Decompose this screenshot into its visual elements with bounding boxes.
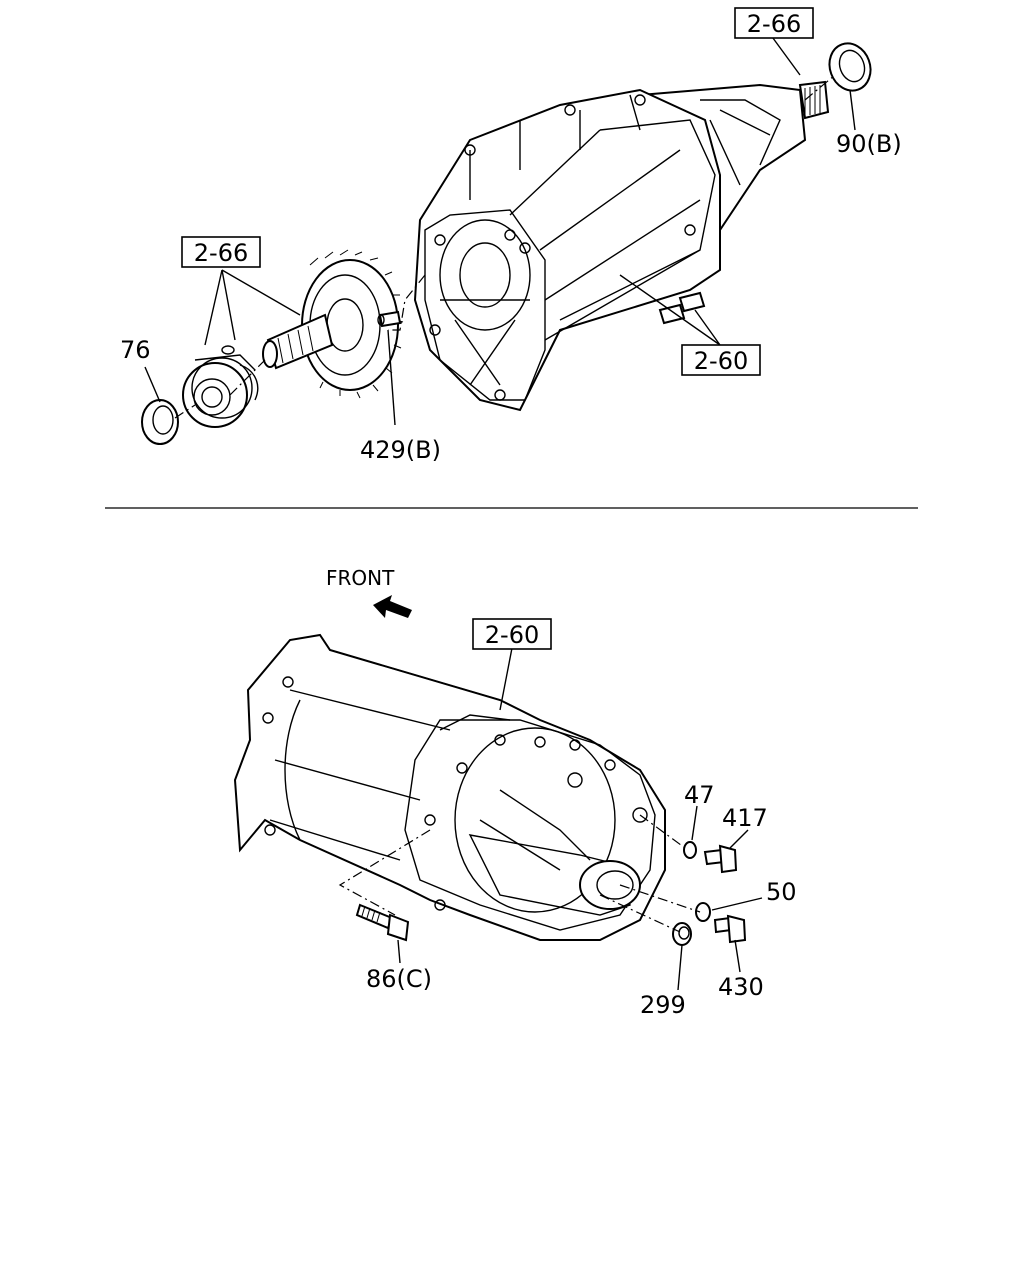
upper-housing bbox=[413, 80, 830, 412]
seal-299 bbox=[672, 922, 692, 946]
label-417: 417 bbox=[722, 804, 768, 832]
oring-47 bbox=[683, 841, 697, 859]
label-47: 47 bbox=[684, 781, 715, 809]
pin-429b bbox=[377, 310, 402, 328]
upper-assembly: 2-66 2-66 2-60 90(B) 76 429(B) bbox=[120, 7, 902, 464]
ref-box-right bbox=[681, 344, 761, 376]
seal-90b bbox=[828, 42, 872, 92]
bearing bbox=[182, 345, 259, 428]
ref-right: 2-60 bbox=[694, 347, 748, 375]
bolt-86c bbox=[355, 903, 410, 942]
ref-top: 2-66 bbox=[747, 10, 801, 38]
label-86c: 86(C) bbox=[366, 965, 432, 993]
label-76: 76 bbox=[120, 336, 151, 364]
oring-50 bbox=[695, 902, 711, 922]
label-430: 430 bbox=[718, 973, 764, 1001]
ref-box-left bbox=[181, 236, 261, 268]
lower-housing bbox=[233, 633, 666, 941]
label-50: 50 bbox=[766, 878, 797, 906]
bolt-417 bbox=[703, 844, 738, 874]
seal-76 bbox=[141, 399, 179, 445]
bolt-430 bbox=[713, 914, 747, 944]
front-label: FRONT bbox=[326, 566, 395, 590]
ref-box-main bbox=[472, 618, 552, 650]
gear-shaft bbox=[262, 249, 404, 399]
ref-main: 2-60 bbox=[485, 621, 539, 649]
ref-box-top bbox=[734, 7, 814, 39]
lower-assembly: FRONT bbox=[233, 566, 797, 1019]
label-90b: 90(B) bbox=[836, 130, 902, 158]
ref-left: 2-66 bbox=[194, 239, 248, 267]
front-arrow-icon bbox=[373, 595, 412, 618]
label-299: 299 bbox=[640, 991, 686, 1019]
label-429b: 429(B) bbox=[360, 436, 441, 464]
